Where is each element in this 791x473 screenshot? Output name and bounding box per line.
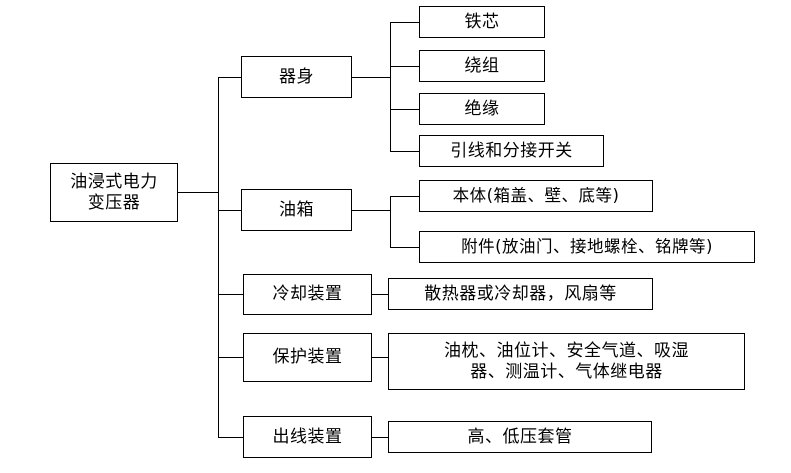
node-sanreqi[interactable]: 散热器或冷却器，风扇等 <box>388 278 653 310</box>
node-yinxian-label: 引线和分接开关 <box>450 140 573 161</box>
node-lengque[interactable]: 冷却装置 <box>243 274 372 315</box>
node-benti[interactable]: 本体(箱盖、壁、底等) <box>419 180 653 212</box>
node-tiexin[interactable]: 铁芯 <box>419 6 545 38</box>
node-qishen[interactable]: 器身 <box>241 56 352 98</box>
connector-qishen-stub <box>352 77 390 78</box>
node-baohu-label: 保护装置 <box>272 347 343 368</box>
connector-qishen-to-jueyuan <box>390 109 419 110</box>
node-youxiang[interactable]: 油箱 <box>241 189 352 231</box>
node-sanreqi-label: 散热器或冷却器，风扇等 <box>424 283 617 304</box>
node-root-label: 油浸式电力 变压器 <box>70 171 158 213</box>
node-lengque-label: 冷却装置 <box>272 284 343 305</box>
node-benti-label: 本体(箱盖、壁、底等) <box>452 185 620 205</box>
connector-lengque-stub <box>372 294 388 295</box>
node-qishen-label: 器身 <box>279 66 314 87</box>
node-baohu-detail-label: 油枕、油位计、安全气道、吸湿 器、测温计、气体继电器 <box>444 340 689 382</box>
connector-youxiang-trunk <box>390 196 391 247</box>
node-tiexin-label: 铁芯 <box>464 11 500 32</box>
connector-youxiang-to-benti <box>390 196 419 197</box>
node-jueyuan-label: 绝缘 <box>464 98 500 119</box>
node-raozu[interactable]: 绕组 <box>419 50 545 82</box>
connector-trunk-to-lengque <box>218 294 243 295</box>
node-jueyuan[interactable]: 绝缘 <box>419 93 545 125</box>
node-baohu[interactable]: 保护装置 <box>243 333 372 382</box>
node-baohu-detail[interactable]: 油枕、油位计、安全气道、吸湿 器、测温计、气体继电器 <box>388 333 745 390</box>
connector-trunk-to-youxiang <box>218 210 241 211</box>
node-chuxian[interactable]: 出线装置 <box>243 416 372 458</box>
connector-trunk-to-chuxian <box>218 437 243 438</box>
connector-chuxian-stub <box>372 437 388 438</box>
connector-main-trunk <box>218 77 219 437</box>
connector-trunk-to-qishen <box>218 77 241 78</box>
connector-qishen-trunk <box>390 22 391 151</box>
connector-qishen-to-yinxian <box>390 151 419 152</box>
connector-youxiang-stub <box>352 210 390 211</box>
connector-qishen-to-tiexin <box>390 22 419 23</box>
node-root[interactable]: 油浸式电力 变压器 <box>50 163 178 222</box>
connector-baohu-stub <box>372 357 388 358</box>
node-fujian-label: 附件(放油门、接地螺栓、铭牌等) <box>461 236 713 256</box>
node-taoguan-label: 高、低压套管 <box>467 426 573 447</box>
node-chuxian-label: 出线装置 <box>272 426 343 447</box>
node-yinxian[interactable]: 引线和分接开关 <box>419 135 604 167</box>
connector-qishen-to-raozu <box>390 66 419 67</box>
connector-trunk-to-baohu <box>218 357 243 358</box>
node-raozu-label: 绕组 <box>464 55 500 76</box>
node-youxiang-label: 油箱 <box>279 199 314 220</box>
connector-youxiang-to-fujian <box>390 247 419 248</box>
node-taoguan[interactable]: 高、低压套管 <box>388 421 652 453</box>
node-fujian[interactable]: 附件(放油门、接地螺栓、铭牌等) <box>419 231 755 263</box>
connector-root-stub <box>178 192 218 193</box>
